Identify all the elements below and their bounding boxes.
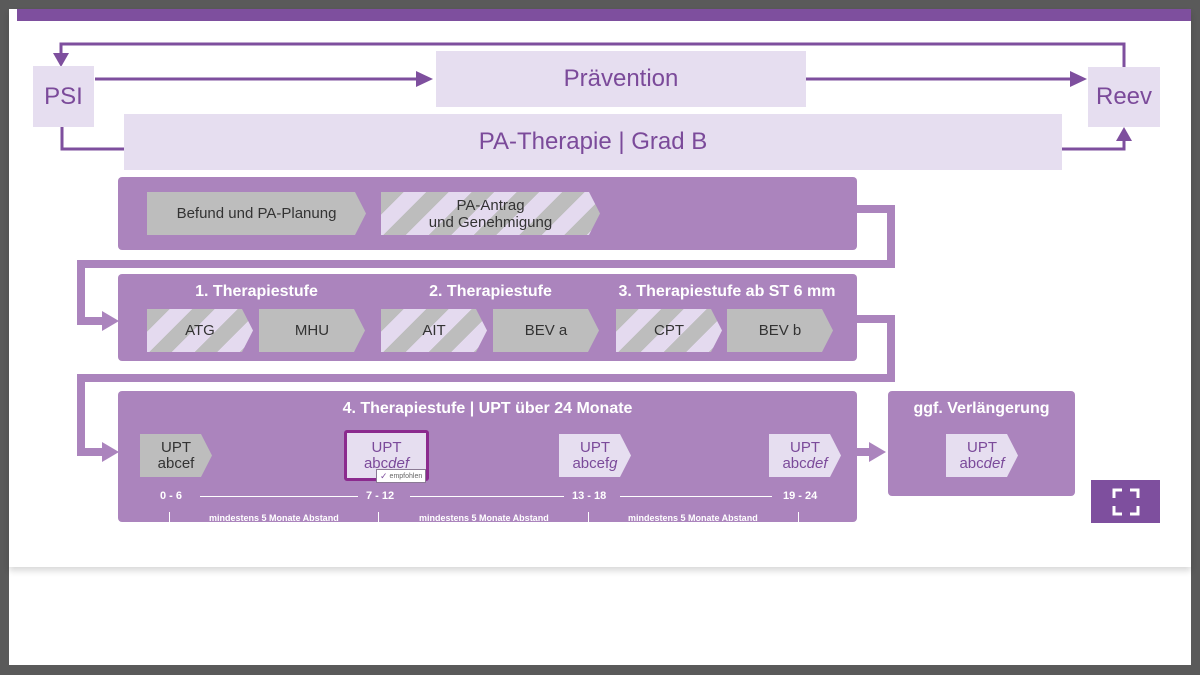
stage-item-bev-a-label: BEV a <box>524 322 568 339</box>
connector-planning-to-stages <box>77 205 895 325</box>
upt-box-0-6-code: abcef <box>157 454 195 472</box>
tick-7-12: 7 - 12 <box>366 490 395 502</box>
planning-step-antrag: PA-Antrag und Genehmigung <box>381 192 600 235</box>
gap-label-1: mindestens 5 Monate Abstand <box>209 513 339 523</box>
stage2-title: 2. Therapiestufe <box>429 283 552 300</box>
check-icon: ✓ <box>380 470 388 481</box>
stage-item-ait: AIT <box>381 309 487 352</box>
upt-box-0-6: UPT abcef <box>140 434 212 477</box>
therapy-banner-label: PA-Therapie | Grad B <box>478 128 708 155</box>
psi-box: PSI <box>33 66 94 127</box>
planning-panel: Befund und PA-Planung PA-Antrag und Gene… <box>118 177 857 250</box>
extension-upt-code-plain: abc <box>959 454 984 472</box>
upt-box-19-24-label: UPT <box>790 438 820 456</box>
extension-upt-code: abcdef <box>959 456 1004 472</box>
upt-box-19-24: UPT abcdef <box>769 434 841 477</box>
slide: PSI Prävention Reev PA-Therapie | Grad B… <box>9 9 1191 567</box>
psi-label: PSI <box>44 82 83 110</box>
fullscreen-button[interactable] <box>1091 480 1160 523</box>
tick-0-6: 0 - 6 <box>160 490 183 502</box>
upt-box-19-24-code-plain: abc <box>782 454 807 472</box>
tick-13-18: 13 - 18 <box>572 490 607 502</box>
timeline-separator <box>798 512 799 523</box>
upt-box-13-18-code-plain: abcef <box>572 454 610 472</box>
stages-panel: 1. Therapiestufe 2. Therapiestufe 3. The… <box>118 274 857 361</box>
reev-box: Reev <box>1088 67 1160 127</box>
extension-upt-box: UPT abcdef <box>946 434 1018 477</box>
timeline-segment <box>410 496 564 497</box>
extension-upt-label: UPT <box>967 438 997 456</box>
recommended-badge-label: empfohlen <box>389 472 423 480</box>
arrow-therapy-to-reev <box>1062 139 1126 151</box>
arrow-reev-to-psi <box>59 42 1126 67</box>
gap-label-3: mindestens 5 Monate Abstand <box>628 513 758 523</box>
gap-label-2: mindestens 5 Monate Abstand <box>419 513 549 523</box>
timeline-separator <box>169 512 170 523</box>
upt-title: 4. Therapiestufe | UPT über 24 Monate <box>342 400 633 417</box>
upt-box-7-12-code-plain: abc <box>363 454 389 472</box>
upt-box-7-12-label: UPT <box>371 438 402 456</box>
stage-item-bev-b: BEV b <box>727 309 833 352</box>
praevention-label: Prävention <box>563 65 679 92</box>
stage-item-mhu: MHU <box>259 309 365 352</box>
upt-box-19-24-code-italic: def <box>806 454 828 472</box>
planning-step-befund: Befund und PA-Planung <box>147 192 366 235</box>
fullscreen-icon <box>1112 488 1139 515</box>
upt-box-19-24-code: abcdef <box>782 456 827 472</box>
upt-box-13-18: UPT abcefg <box>559 434 631 477</box>
connector-stages-to-upt <box>77 315 895 456</box>
stage-item-cpt: CPT <box>616 309 722 352</box>
stage-item-ait-label: AIT <box>422 322 446 339</box>
upt-box-7-12-code-italic: def <box>388 454 410 472</box>
window-frame: PSI Prävention Reev PA-Therapie | Grad B… <box>9 9 1191 665</box>
timeline-separator <box>588 512 589 523</box>
upt-panel: 4. Therapiestufe | UPT über 24 Monate UP… <box>118 391 857 523</box>
praevention-box: Prävention <box>436 51 806 107</box>
extension-upt-code-italic: def <box>983 454 1005 472</box>
planning-step-antrag-line2: und Genehmigung <box>428 213 553 231</box>
recommended-badge: ✓ empfohlen <box>376 469 426 483</box>
upt-box-7-12-code: abcdef <box>364 456 409 472</box>
stage-item-mhu-label: MHU <box>294 322 330 339</box>
upt-box-13-18-code: abcefg <box>572 456 617 472</box>
upt-box-13-18-label: UPT <box>580 438 610 456</box>
tick-19-24: 19 - 24 <box>783 490 818 502</box>
timeline-segment <box>620 496 772 497</box>
stage-item-bev-a: BEV a <box>493 309 599 352</box>
stage1-title: 1. Therapiestufe <box>195 283 318 300</box>
timeline-segment <box>200 496 358 497</box>
stage-item-atg: ATG <box>147 309 253 352</box>
stage-item-atg-label: ATG <box>185 322 215 339</box>
flow-arrows <box>53 42 1132 462</box>
therapy-banner: PA-Therapie | Grad B <box>124 114 1062 170</box>
planning-step-antrag-line1: PA-Antrag <box>456 196 525 214</box>
upt-box-0-6-label: UPT <box>161 438 191 456</box>
timeline-separator <box>378 512 379 523</box>
planning-step-befund-label: Befund und PA-Planung <box>176 205 337 222</box>
line-psi-to-therapy <box>60 127 124 151</box>
stage-item-bev-b-label: BEV b <box>758 322 802 339</box>
upt-box-13-18-code-italic: g <box>609 454 618 472</box>
extension-title: ggf. Verlängerung <box>913 400 1050 417</box>
extension-panel: ggf. Verlängerung UPT abcdef <box>888 391 1075 496</box>
top-accent-bar <box>17 9 1191 21</box>
reev-label: Reev <box>1095 83 1153 110</box>
stage3-title: 3. Therapiestufe ab ST 6 mm <box>618 283 836 300</box>
stage-item-cpt-label: CPT <box>654 322 684 339</box>
